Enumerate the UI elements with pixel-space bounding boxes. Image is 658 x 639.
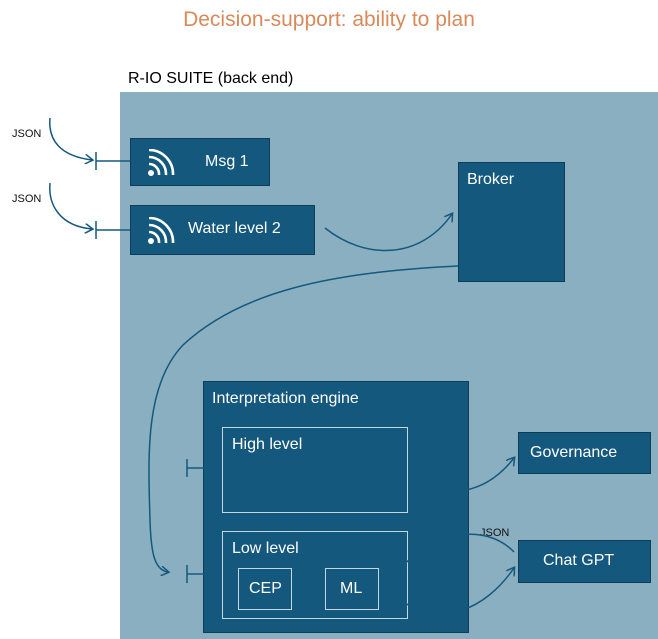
broker-box[interactable]: Broker xyxy=(458,162,565,282)
arrow-water-to-broker xyxy=(324,214,452,252)
json-arrow-2 xyxy=(49,182,92,229)
low-level-box[interactable]: Low level CEP ML xyxy=(222,531,408,619)
input-water-level-2[interactable]: Water level 2 xyxy=(130,205,315,255)
broker-label: Broker xyxy=(467,171,515,188)
arrow-ml-to-chatgpt xyxy=(395,568,514,615)
governance-box[interactable]: Governance xyxy=(518,432,651,474)
input-msg-1-label: Msg 1 xyxy=(205,153,249,170)
interpretation-engine-label: Interpretation engine xyxy=(212,390,359,407)
arrow-broker-to-low-level xyxy=(148,265,459,572)
governance-label: Governance xyxy=(530,444,618,461)
cep-box[interactable]: CEP xyxy=(238,568,292,610)
json-label-input-2: JSON xyxy=(12,193,42,205)
ml-box[interactable]: ML xyxy=(325,568,379,610)
high-level-label: High level xyxy=(232,436,303,453)
chatgpt-box[interactable]: Chat GPT xyxy=(518,540,651,583)
cep-label: CEP xyxy=(249,580,282,597)
arrow-chatgpt-to-ml xyxy=(394,533,515,576)
input-water-level-2-label: Water level 2 xyxy=(188,220,281,237)
json-arrow-1 xyxy=(49,117,92,160)
json-label-input-1: JSON xyxy=(12,128,42,140)
wifi-signal-icon xyxy=(148,149,175,176)
tstop-msg-1 xyxy=(95,152,130,170)
page-title: Decision-support: ability to plan xyxy=(183,8,475,31)
wifi-signal-icon xyxy=(148,217,175,244)
suite-label: R-IO SUITE (back end) xyxy=(128,70,294,87)
tstop-low-level xyxy=(186,565,221,583)
arrow-high-to-governance xyxy=(413,458,514,493)
chatgpt-label: Chat GPT xyxy=(543,552,615,569)
tstop-water-level-2 xyxy=(95,221,130,239)
low-level-label: Low level xyxy=(232,540,299,557)
high-level-box[interactable]: High level xyxy=(222,427,408,513)
input-msg-1[interactable]: Msg 1 xyxy=(130,138,270,186)
tstop-high-level xyxy=(186,459,221,477)
interpretation-engine-box[interactable]: Interpretation engine High level Low lev… xyxy=(203,381,469,633)
ml-label: ML xyxy=(340,580,363,597)
